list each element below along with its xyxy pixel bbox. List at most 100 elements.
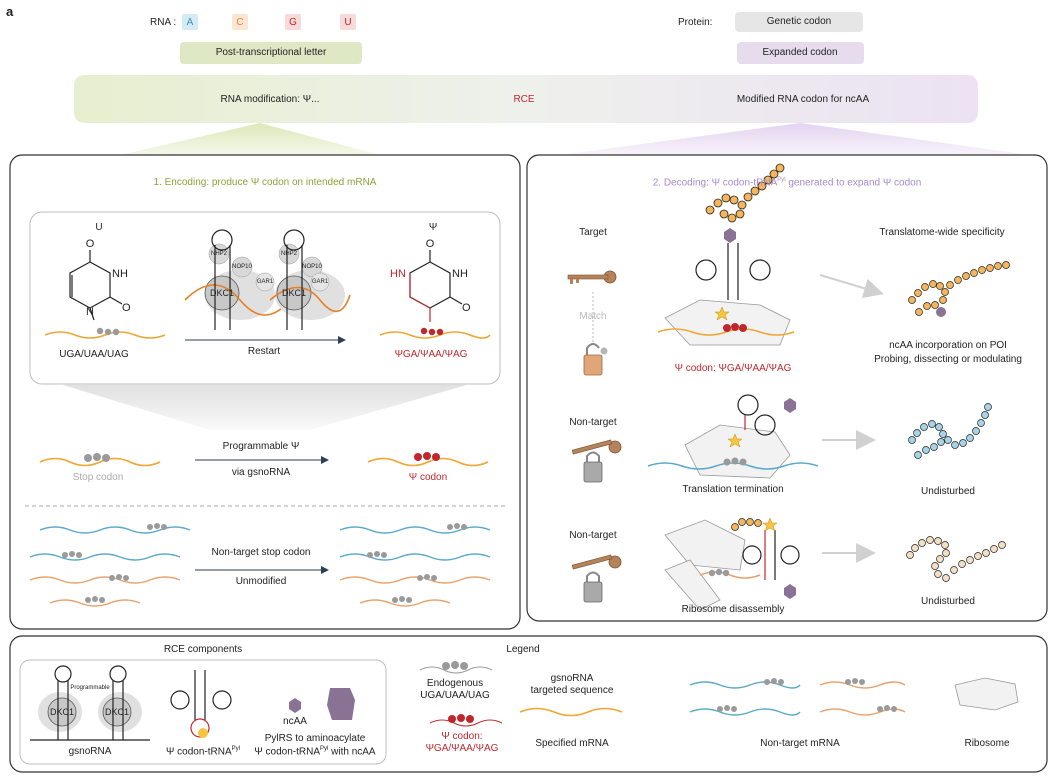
u-label: U	[95, 222, 103, 233]
legend-psi-codon: Ψ codon:	[441, 731, 483, 742]
programmable-label: Programmable	[70, 685, 110, 691]
uridine-o-top: O	[85, 238, 95, 250]
haca-complex-1	[184, 229, 291, 330]
stop-dot	[102, 454, 110, 462]
nontarget-stop-label: Non-target stop codon	[211, 547, 311, 558]
psi-label: Ψ	[428, 222, 438, 233]
nontarget-ribosome-1	[684, 424, 791, 479]
legend-gsnorna-targeted-1: gsnoRNA	[550, 673, 594, 684]
legend-psi-codons: ΨGA/ΨAA/ΨAG	[425, 743, 499, 754]
nontarget-key-1	[571, 439, 622, 455]
uridine-n: N	[86, 306, 94, 318]
probing-label: Probing, dissecting or modulating	[874, 354, 1022, 365]
base-u: U	[344, 17, 352, 28]
decoding-panel	[526, 154, 1048, 622]
legend-pylrs-1: PylRS to aminoacylate	[264, 733, 366, 744]
legend-psi-line	[429, 719, 503, 727]
pseudouridine-structure	[409, 250, 463, 322]
psi-hn: HN	[390, 268, 406, 280]
decoding-title: 2. Decoding: Ψ codon-tRNAPyl generated t…	[652, 177, 922, 189]
banner-mid: RCE	[513, 94, 535, 105]
result-peptide-nt2	[906, 536, 1006, 582]
restart-label: Restart	[247, 346, 281, 357]
ribosome-disassembly-label: Ribosome disassembly	[681, 604, 785, 615]
genetic-codon: Genetic codon	[766, 16, 832, 27]
nontarget-key-2	[571, 554, 622, 570]
nontarget-mrna-2	[699, 571, 761, 579]
legend-gsnorna	[30, 665, 150, 741]
stop-dot	[84, 454, 92, 462]
translation-termination-label: Translation termination	[682, 484, 784, 495]
legend-specified-mrna-label: Specified mRNA	[535, 738, 609, 749]
legend-gsnorna-label: gsnoRNA	[68, 746, 112, 757]
base-c: C	[236, 17, 244, 28]
nop10-label-2: NOP10	[302, 264, 322, 270]
peptide-nt2-small	[731, 518, 762, 531]
expanded-codon: Expanded codon	[762, 47, 838, 58]
result-peptide-nt1	[908, 403, 992, 459]
psi-red-dot	[423, 452, 431, 460]
nontarget-dots-right	[367, 523, 467, 603]
legend-endogenous-codons: UGA/UAA/UAG	[420, 690, 490, 701]
match-label: Match	[579, 311, 607, 322]
legend-gsnorna-targeted-2: targeted sequence	[530, 685, 614, 696]
codon-dot	[112, 328, 120, 336]
rce-components-box	[19, 659, 387, 765]
psi-red-dot	[432, 453, 440, 461]
psi-dot	[436, 328, 444, 336]
star-icon	[714, 306, 730, 321]
legend-trna	[170, 670, 232, 738]
stop-codon-label: Stop codon	[72, 472, 124, 483]
unmodified-label: Unmodified	[235, 576, 287, 587]
psi-dot	[420, 327, 428, 335]
nhp2-label-2: NHP2	[280, 251, 298, 257]
ncaa-hexagon	[784, 398, 796, 413]
disassembled-ribosome-small	[664, 559, 721, 611]
undisturbed-label-1: Undisturbed	[921, 486, 975, 497]
nontarget-dots-left	[62, 523, 167, 603]
mrna-inset-left	[44, 331, 166, 339]
legend-endogenous-dots	[442, 661, 468, 670]
psi-dot	[739, 324, 747, 332]
legend-dkc1-2: DKC1	[104, 707, 130, 717]
dkc1-label-1: DKC1	[209, 288, 235, 298]
target-mrna	[657, 328, 795, 336]
uridine-o-right: O	[122, 302, 131, 314]
psi-dot	[731, 323, 739, 331]
protein-label: Protein:	[678, 17, 713, 28]
nontarget-label-1: Non-target	[569, 417, 617, 428]
dkc1-label-2: DKC1	[281, 288, 307, 298]
stop-dots-nt1	[723, 457, 747, 466]
mrna-psi	[367, 457, 489, 467]
rce-components-title: RCE components	[163, 644, 243, 655]
programmable-psi-label: Programmable Ψ	[222, 441, 300, 452]
nontarget-lock-1	[583, 451, 603, 483]
uridine-nh: NH	[112, 268, 128, 280]
stop-codons-label: UGA/UAA/UAG	[59, 349, 129, 360]
star-icon	[762, 517, 778, 532]
gar1-label-1: GAR1	[256, 279, 274, 285]
base-a: A	[186, 17, 194, 28]
codon-dot	[104, 328, 112, 336]
legend-endogenous: Endogenous	[426, 678, 484, 689]
arrow-target	[819, 274, 884, 298]
nontarget-label-2: Non-target	[569, 530, 617, 541]
ncaa-hexagon	[724, 228, 736, 243]
psi-o-top: O	[425, 238, 435, 250]
psi-red-dot	[414, 453, 422, 461]
nontarget-lock-2	[583, 571, 603, 603]
legend-endogenous-line	[419, 666, 493, 674]
haca-complex-2	[269, 229, 351, 330]
psi-dot	[723, 324, 731, 332]
codon-dot	[96, 327, 104, 335]
legend-nontarget-dots	[717, 678, 897, 712]
legend-ribosome	[954, 677, 1019, 711]
legend-pylrs-2: Ψ codon-tRNAPyl with ncAA	[254, 746, 376, 758]
encoding-panel	[9, 154, 521, 630]
psi-o-right: O	[462, 302, 471, 314]
undisturbed-label-2: Undisturbed	[921, 596, 975, 607]
target-key	[567, 270, 617, 284]
legend-ribosome-label: Ribosome	[964, 738, 1010, 749]
ncaa-incorp-label: ncAA incorporation on POI	[889, 340, 1007, 351]
legend-nontarget-mrna-label: Non-target mRNA	[760, 738, 840, 749]
